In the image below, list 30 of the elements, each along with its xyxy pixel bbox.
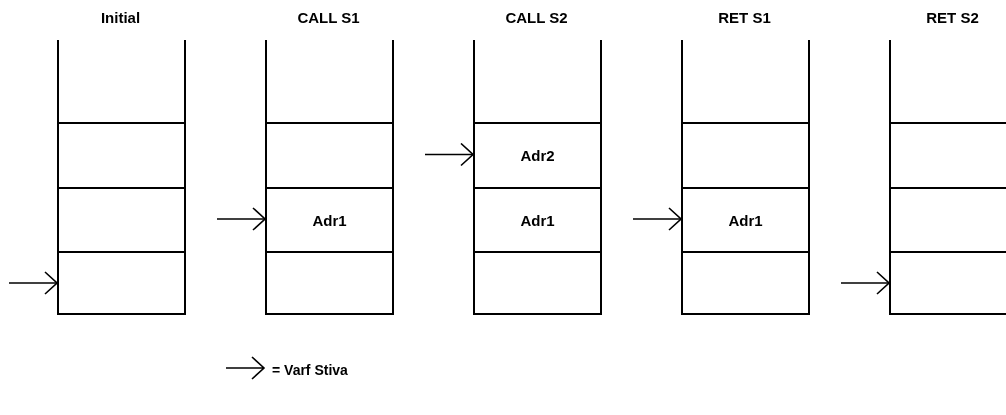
stack-cell [57,251,186,315]
stack-heading: Initial [99,8,142,28]
pointer-arrow [8,271,58,295]
stack-cell [681,122,810,187]
stack-heading: CALL S2 [504,8,569,28]
pointer-arrow [424,142,474,167]
stack-cell [889,122,1006,187]
stack-cell: Adr2 [473,122,602,187]
stack-cell [265,251,394,315]
stack-cell [681,251,810,315]
stack-cell: Adr1 [473,187,602,251]
stack-cell [473,40,602,122]
stack-heading: RET S2 [925,8,980,28]
stack-cell: Adr1 [681,187,810,251]
pointer-arrow [840,271,890,295]
stack-cell [889,251,1006,315]
stack-cell [57,187,186,251]
stack-cell [265,122,394,187]
stack-cell [889,187,1006,251]
pointer-arrow [632,207,682,231]
stack-cell: Adr1 [265,187,394,251]
stack-heading: CALL S1 [296,8,361,28]
stack-cell [265,40,394,122]
stack-cell [681,40,810,122]
pointer-arrow [216,207,266,231]
stack-cell [57,122,186,187]
stack-cell [57,40,186,122]
stack-cell [473,251,602,315]
stack-heading: RET S1 [717,8,772,28]
legend-text: = Varf Stiva [272,362,348,378]
